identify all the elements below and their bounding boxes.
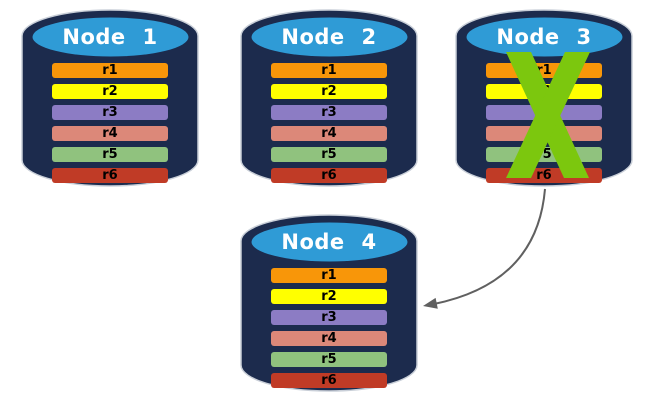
node-1: Node 1 r1 r2 r3 r4 r5 r6 <box>21 8 199 188</box>
replica-bar: r2 <box>52 84 168 99</box>
replica-bar: r5 <box>52 147 168 162</box>
replica-bar: r2 <box>271 84 387 99</box>
replica-bar: r4 <box>52 126 168 141</box>
arrow-line <box>433 188 546 305</box>
arrow-head <box>423 297 438 309</box>
replica-bar: r6 <box>52 168 168 183</box>
cylinder-top <box>251 222 408 262</box>
node-4: Node 4 r1 r2 r3 r4 r5 r6 <box>240 213 418 393</box>
x-mark-icon <box>506 52 590 178</box>
replica-bar: r1 <box>271 63 387 78</box>
replica-bar: r2 <box>271 289 387 304</box>
replica-stack: r1 r2 r3 r4 r5 r6 <box>52 63 168 189</box>
replica-bar: r5 <box>271 352 387 367</box>
x-mark-stroke <box>506 52 590 178</box>
replica-bar: r3 <box>52 105 168 120</box>
replica-bar: r1 <box>52 63 168 78</box>
replica-stack: r1 r2 r3 r4 r5 r6 <box>271 63 387 189</box>
node-3: Node 3 r1 r2 r3 r4 r5 r6 <box>455 8 633 188</box>
replica-bar: r6 <box>271 373 387 388</box>
failover-arrow-icon <box>423 188 546 309</box>
replica-bar: r1 <box>271 268 387 283</box>
node-title: Node 2 <box>281 25 377 49</box>
replica-stack: r1 r2 r3 r4 r5 r6 <box>271 268 387 394</box>
node-title: Node 1 <box>62 25 158 49</box>
cylinder-top <box>32 17 189 57</box>
cylinder-top <box>251 17 408 57</box>
node-2: Node 2 r1 r2 r3 r4 r5 r6 <box>240 8 418 188</box>
replica-bar: r3 <box>271 310 387 325</box>
replica-bar: r4 <box>271 331 387 346</box>
replica-bar: r4 <box>271 126 387 141</box>
replica-bar: r6 <box>271 168 387 183</box>
cylinder-top <box>466 17 623 57</box>
node-title: Node 4 <box>281 230 377 254</box>
replica-bar: r5 <box>271 147 387 162</box>
node-title: Node 3 <box>496 25 592 49</box>
replica-bar: r3 <box>271 105 387 120</box>
